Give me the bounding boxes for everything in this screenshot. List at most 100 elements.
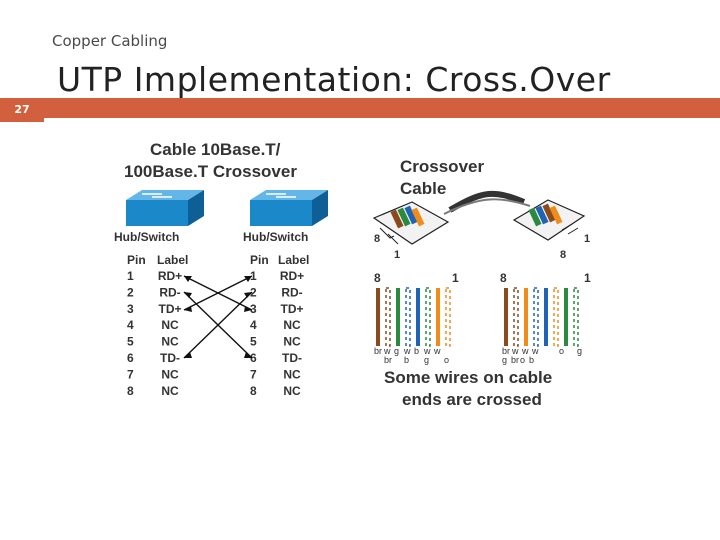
pin-label-b: TD- — [282, 351, 302, 365]
wire — [405, 287, 411, 347]
wire-group-b — [504, 287, 579, 347]
pin-number-b: 8 — [250, 384, 257, 398]
pin-number-b: 7 — [250, 367, 257, 381]
plug-a-icon — [372, 201, 450, 245]
wire-label-a-top: w — [383, 346, 391, 356]
arrow-td-to-rd — [183, 275, 253, 311]
switch-b-icon — [250, 190, 328, 226]
pin-label-a: TD+ — [158, 302, 181, 316]
wire-label-b-bottom: o — [520, 355, 525, 365]
pin-label-a: NC — [161, 318, 179, 332]
pin-label-b: NC — [283, 318, 301, 332]
arrow-heads — [184, 276, 252, 358]
wire-label-b-top: w — [521, 346, 529, 356]
plug-a-left-num: 8 — [374, 233, 380, 245]
wire — [376, 288, 380, 346]
wire — [564, 288, 568, 346]
pin-number-b: 4 — [250, 318, 257, 332]
arrow-tdneg-to-rdneg — [183, 291, 253, 359]
slide-number: 27 — [0, 98, 44, 122]
pin-number-b: 1 — [250, 269, 257, 283]
pin-number-a: 6 — [127, 351, 134, 365]
wire-label-a-top: w — [433, 346, 441, 356]
slide-title: UTP Implementation: Cross.Over — [57, 60, 611, 99]
wire-label-b-bottom: b — [529, 355, 534, 365]
wire-label-a-top: b — [414, 346, 419, 356]
pin-label-b: RD+ — [280, 269, 304, 283]
pin-label-b: NC — [283, 367, 301, 381]
group-a-right-num: 1 — [452, 271, 459, 285]
caption-line2: ends are crossed — [402, 390, 542, 409]
col-pin-a: Pin — [127, 253, 146, 267]
plug-b-icon — [512, 199, 586, 241]
pin-label-b: NC — [283, 384, 301, 398]
cable — [448, 190, 526, 213]
wire — [504, 288, 508, 346]
wire — [553, 287, 559, 347]
wire — [445, 287, 451, 347]
pin-number-a: 7 — [127, 367, 134, 381]
crossover-diagram: Cable 10Base.T/ 100Base.T Crossover Hub/… — [112, 130, 608, 410]
wire-label-a-bottom: br — [384, 355, 392, 365]
left-heading-line1: Cable 10Base.T/ — [150, 140, 281, 159]
wire-label-a-top: w — [423, 346, 431, 356]
plug-b-left-num: 8 — [560, 249, 566, 261]
wire-label-a-bottom: b — [404, 355, 409, 365]
title-rule — [44, 98, 720, 118]
pin-number-b: 3 — [250, 302, 257, 316]
pin-label-a: NC — [161, 335, 179, 349]
pin-label-b: RD- — [281, 285, 302, 299]
device-a-label: Hub/Switch — [114, 230, 179, 244]
col-label-a: Label — [157, 253, 188, 267]
wire-label-b-top: o — [559, 346, 564, 356]
col-label-b: Label — [278, 253, 309, 267]
pin-number-b: 2 — [250, 285, 257, 299]
wire-label-a-top: br — [374, 346, 382, 356]
pin-number-a: 3 — [127, 302, 134, 316]
pin-number-a: 4 — [127, 318, 134, 332]
right-heading-line2: Cable — [400, 179, 446, 198]
group-a-left-num: 8 — [374, 271, 381, 285]
pin-label-a: RD+ — [158, 269, 182, 283]
slide-supertitle: Copper Cabling — [52, 32, 168, 50]
left-heading-line2: 100Base.T Crossover — [124, 162, 297, 181]
wire — [533, 287, 539, 347]
group-b-right-num: 1 — [584, 271, 591, 285]
pin-number-a: 2 — [127, 285, 134, 299]
device-b-label: Hub/Switch — [243, 230, 308, 244]
pin-label-b: NC — [283, 335, 301, 349]
group-b-left-num: 8 — [500, 271, 507, 285]
wire — [416, 288, 420, 346]
pin-label-b: TD+ — [280, 302, 303, 316]
wire — [396, 288, 400, 346]
plug-a-right-num: 1 — [394, 249, 400, 261]
wire-label-a-top: g — [394, 346, 399, 356]
pin-number-a: 8 — [127, 384, 134, 398]
wire-label-a-top: w — [403, 346, 411, 356]
wire — [436, 288, 440, 346]
wire-label-b-top: br — [502, 346, 510, 356]
wire — [524, 288, 528, 346]
wire-label-b-top: w — [531, 346, 539, 356]
wire — [385, 287, 391, 347]
wire — [573, 287, 579, 347]
caption-line1: Some wires on cable — [384, 368, 552, 387]
right-heading-line1: Crossover — [400, 157, 484, 176]
pin-label-a: NC — [161, 384, 179, 398]
pin-number-a: 1 — [127, 269, 134, 283]
pin-label-a: NC — [161, 367, 179, 381]
wire-label-b-top: w — [511, 346, 519, 356]
wire-label-a-bottom: o — [444, 355, 449, 365]
pin-number-b: 6 — [250, 351, 257, 365]
pin-number-a: 5 — [127, 335, 134, 349]
pin-label-a: TD- — [160, 351, 180, 365]
crossover-arrows — [183, 275, 253, 359]
wire-label-b-bottom: g — [502, 355, 507, 365]
wire-label-b-top: g — [577, 346, 582, 356]
pin-number-b: 5 — [250, 335, 257, 349]
wire-group-a — [376, 287, 451, 347]
wire — [544, 288, 548, 346]
plug-b-right-num: 1 — [584, 233, 590, 245]
wire-label-b-bottom: br — [511, 355, 519, 365]
